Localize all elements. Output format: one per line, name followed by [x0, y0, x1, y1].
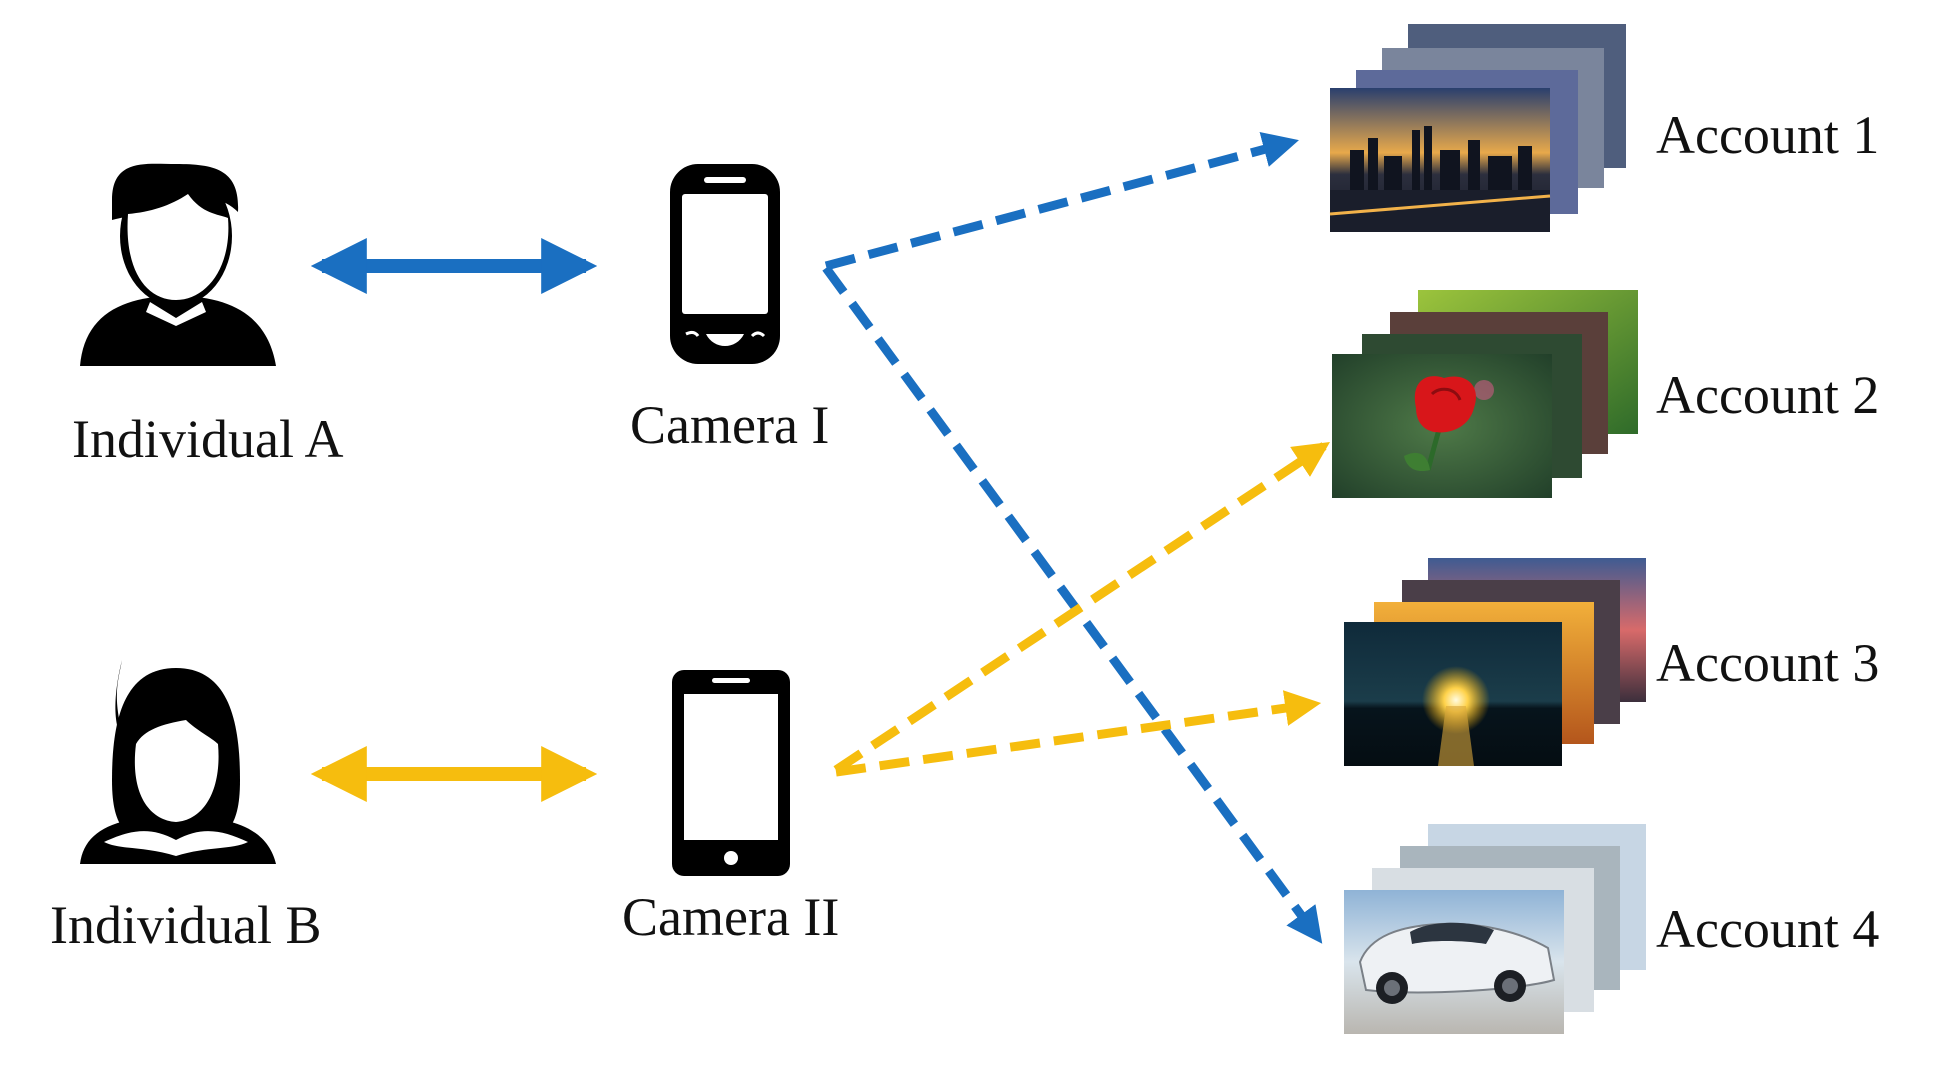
individual-b-label: Individual B	[50, 895, 322, 955]
account-2-photo-stack	[1332, 290, 1638, 498]
camera-i-label: Camera I	[630, 395, 830, 455]
account-4-label: Account 4	[1656, 899, 1880, 959]
camera-ii-label: Camera II	[622, 887, 840, 947]
link-camera-ii-account-3	[835, 690, 1322, 777]
account-4-photo-stack	[1344, 824, 1646, 1034]
individual-a-label: Individual A	[72, 409, 344, 469]
link-camera-i-account-1	[824, 132, 1299, 271]
link-camera-ii-account-2	[833, 442, 1330, 774]
man-user-icon	[80, 163, 276, 366]
account-1-photo-stack	[1329, 24, 1626, 232]
account-3-label: Account 3	[1656, 633, 1880, 693]
link-camera-i-account-4	[822, 265, 1323, 944]
feature-phone-icon	[670, 164, 780, 364]
smartphone-icon	[672, 670, 790, 876]
account-3-photo-stack	[1344, 558, 1646, 766]
woman-user-icon	[80, 660, 276, 864]
account-2-label: Account 2	[1656, 365, 1880, 425]
account-1-label: Account 1	[1656, 105, 1880, 165]
